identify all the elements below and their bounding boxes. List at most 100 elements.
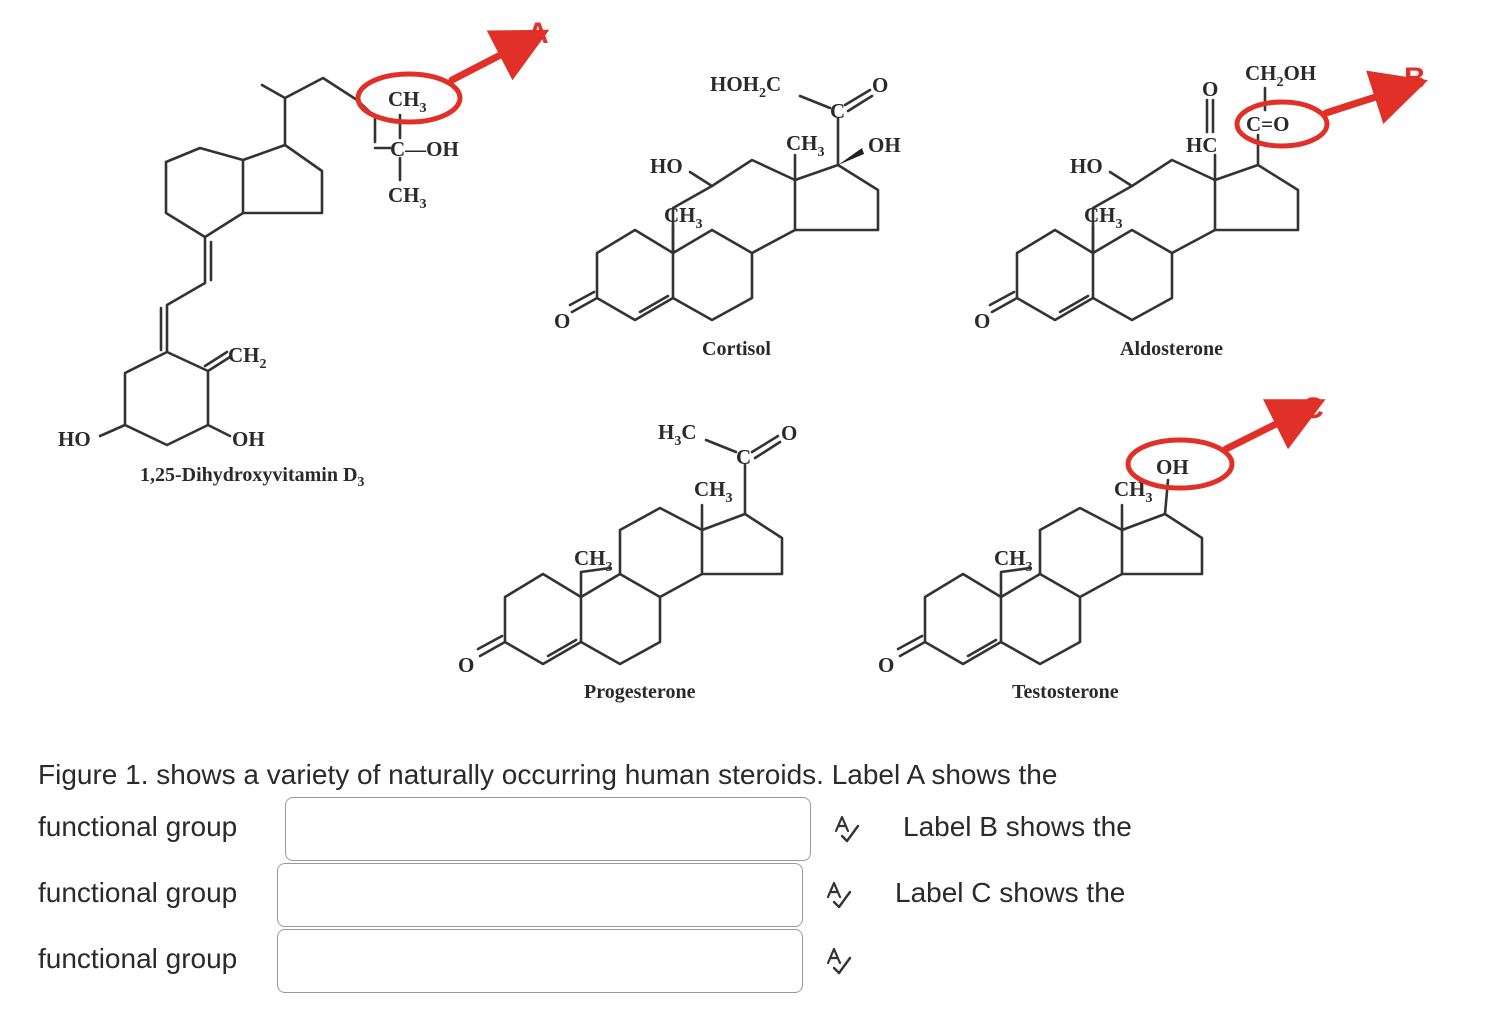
cortisol-side-chain [798, 88, 874, 167]
progesterone-side-chain [704, 434, 782, 516]
testosterone-ch3-a-bond [999, 566, 1032, 599]
aldosterone-side-chain [1256, 86, 1267, 167]
prompt-2: functional group [38, 877, 238, 908]
testosterone-ring-c [1038, 506, 1124, 599]
vitd-ho-bond [98, 423, 127, 438]
vitd-ho-label: HO [58, 427, 91, 451]
testosterone-ring-b [999, 572, 1082, 666]
cortisol-a-double [638, 294, 670, 314]
cortisol-c-label: C [830, 99, 845, 123]
vitd-ring-c [164, 146, 245, 239]
cortisol-ring-b [671, 228, 754, 322]
testosterone-ketone [896, 634, 927, 658]
annotation-a-circle [355, 71, 463, 125]
aldosterone-ho-label: HO [1070, 154, 1103, 178]
progesterone-caption: Progesterone [584, 681, 696, 703]
aldosterone-ring-d [1213, 163, 1300, 232]
aldosterone-a-double [1058, 294, 1090, 314]
spellcheck-icon[interactable] [833, 814, 861, 844]
vitd-c-oh-label: C—OH [390, 137, 459, 161]
prompt-1: functional group [38, 811, 238, 842]
vitd-caption: 1,25-Dihydroxyvitamin D3 [140, 464, 364, 490]
spellcheck-icon[interactable] [825, 880, 853, 910]
annotation-c-arrow [1222, 399, 1326, 453]
prompt-3: functional group [38, 943, 238, 974]
vitd-side-chain [260, 76, 377, 147]
progesterone-c-label: C [736, 445, 751, 469]
cortisol-ch3-d-label: CH3 [786, 131, 825, 160]
progesterone-o-top-label: O [781, 421, 797, 445]
aldosterone-ch2oh-label: CH2OH [1245, 61, 1316, 90]
vitd-oh-bond [206, 423, 232, 438]
cortisol-oh-label: OH [868, 133, 901, 157]
progesterone-ch3-a-bond [579, 566, 612, 599]
testosterone-o-left-label: O [878, 653, 894, 677]
annotation-a-label: A [527, 17, 549, 50]
spellcheck-icon[interactable] [825, 946, 853, 976]
progesterone-ch3-d-label: CH3 [694, 477, 733, 506]
progesterone-ketone [476, 634, 507, 658]
annotation-c-circle [1125, 437, 1235, 491]
aldosterone-c-eq-o-label: C=O [1246, 112, 1289, 136]
vitd-oh-label: OH [232, 427, 265, 451]
testosterone-structure: OH CH3 CH3 O Testosterone [878, 455, 1204, 703]
cortisol-ketone [568, 290, 599, 314]
annotation-a-arrow [448, 29, 550, 84]
cortisol-ho-bond [688, 170, 714, 188]
aldosterone-structure: CH2OH O HC C=O HO CH3 O Aldosterone [974, 61, 1316, 360]
aldosterone-ring-a [1015, 228, 1095, 322]
cortisol-ch3-a-label: CH3 [664, 203, 703, 232]
aldosterone-o-left-label: O [974, 309, 990, 333]
progesterone-ring-d [700, 512, 784, 576]
testosterone-ring-d [1120, 512, 1204, 576]
cortisol-structure: HOH2C C O CH3 OH HO CH3 O Cortisol [554, 72, 901, 360]
answer-a-input[interactable] [285, 797, 811, 861]
aldosterone-caption: Aldosterone [1120, 338, 1223, 360]
aldosterone-ch3-label: CH3 [1084, 203, 1123, 232]
testosterone-ring-a [923, 572, 1003, 666]
testosterone-a-double [966, 638, 998, 658]
aldosterone-o-top-label: O [1202, 77, 1218, 101]
progesterone-o-left-label: O [458, 653, 474, 677]
vitamin-d-structure: CH3 C—OH CH3 CH2 HO OH 1,25-Dihydroxyvit… [58, 76, 459, 490]
answer-c-input[interactable] [277, 929, 803, 993]
question-line-1: Figure 1. shows a variety of naturally o… [38, 759, 1058, 790]
annotation-b-label: B [1404, 62, 1426, 95]
cortisol-o-left-label: O [554, 309, 570, 333]
testosterone-oh-label: OH [1156, 455, 1189, 479]
annotation-b-circle [1234, 99, 1330, 149]
vitd-ch3-bottom-label: CH3 [388, 183, 427, 212]
annotation-b: B [1234, 62, 1428, 149]
aldosterone-hc-bond [1205, 98, 1217, 182]
progesterone-a-double [546, 638, 578, 658]
aldosterone-ring-b [1091, 228, 1174, 322]
vitd-ch2-label: CH2 [228, 343, 267, 372]
aldosterone-ketone [988, 290, 1019, 314]
cortisol-o-top-label: O [872, 73, 888, 97]
progesterone-ch3-a-label: CH3 [574, 546, 613, 575]
progesterone-ring-b [579, 572, 662, 666]
annotation-b-arrow [1322, 70, 1428, 124]
annotation-a: A [355, 17, 550, 125]
vitd-exo-methylene [203, 350, 232, 373]
answer-b-input[interactable] [277, 863, 803, 927]
aldosterone-hc-label: HC [1186, 133, 1218, 157]
vitd-ch3-top-label: CH3 [388, 87, 427, 116]
cortisol-ring-a [595, 228, 675, 322]
cortisol-caption: Cortisol [702, 338, 771, 360]
vitd-ring-a [123, 350, 210, 447]
after-prompt-1: Label B shows the [903, 811, 1132, 842]
cortisol-wedge [838, 148, 864, 165]
annotation-c-label: C [1302, 392, 1324, 425]
testosterone-caption: Testosterone [1012, 681, 1119, 703]
cortisol-ho-label: HO [650, 154, 683, 178]
cortisol-hoh2c-label: HOH2C [710, 72, 781, 101]
progesterone-h3c-label: H3C [658, 420, 697, 449]
progesterone-structure: H3C C O CH3 CH3 O Progesterone [458, 420, 797, 703]
progesterone-ring-a [503, 572, 583, 666]
progesterone-ring-c [618, 506, 704, 599]
cortisol-ring-d [793, 163, 880, 232]
aldosterone-ho-bond [1108, 170, 1134, 188]
annotation-c: C [1125, 392, 1326, 491]
testosterone-ch3-a-label: CH3 [994, 546, 1033, 575]
